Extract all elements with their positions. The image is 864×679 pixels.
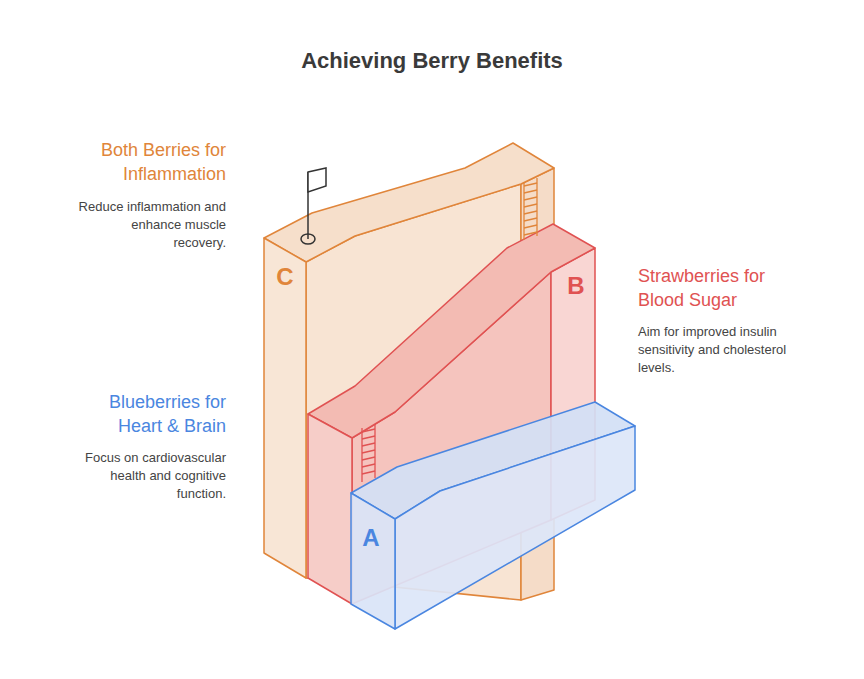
- block-heading: Both Berries for Inflammation: [61, 138, 226, 186]
- block-description: Aim for improved insulin sensitivity and…: [638, 323, 798, 377]
- ladders: [362, 178, 537, 482]
- block-letter: C: [270, 264, 300, 290]
- block-a: [351, 402, 635, 629]
- block-heading: Strawberries for Blood Sugar: [638, 264, 808, 312]
- block-letter: B: [561, 273, 591, 299]
- stair-block: Both Berries for InflammationReduce infl…: [264, 143, 554, 578]
- stair-block: Strawberries for Blood SugarAim for impr…: [308, 224, 595, 604]
- block-letter: A: [356, 525, 386, 551]
- summit-flag: [301, 168, 326, 244]
- ladder: [524, 178, 537, 240]
- block-description: Reduce inflammation and enhance muscle r…: [76, 198, 226, 252]
- stair-block: Blueberries for Heart & BrainFocus on ca…: [351, 402, 635, 629]
- diagram-title: Achieving Berry Benefits: [0, 48, 864, 74]
- block-description: Focus on cardiovascular health and cogni…: [76, 449, 226, 503]
- ladder: [362, 424, 375, 482]
- block-heading: Blueberries for Heart & Brain: [61, 390, 226, 438]
